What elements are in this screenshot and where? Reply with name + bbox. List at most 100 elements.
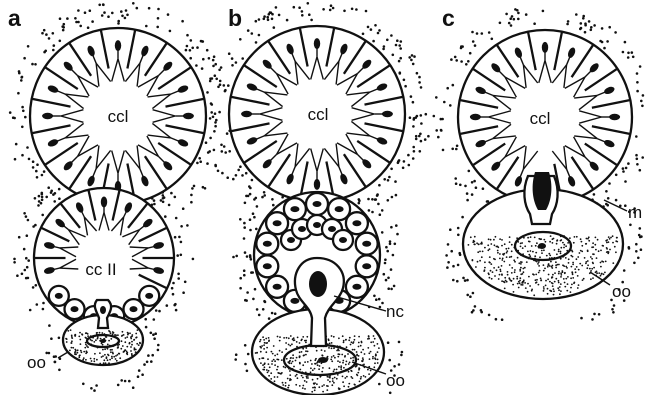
stipple-dot	[249, 218, 252, 221]
stipple-dot	[593, 313, 596, 316]
stipple-dot	[213, 149, 216, 152]
yolk-dot	[357, 375, 359, 377]
stipple-dot	[471, 193, 474, 196]
stipple-dot	[398, 363, 401, 366]
yolk-dot	[473, 243, 475, 245]
yolk-dot	[491, 278, 493, 280]
stipple-dot	[469, 295, 472, 298]
stipple-dot	[308, 13, 311, 16]
yolk-dot	[261, 345, 263, 347]
stipple-dot	[468, 170, 471, 173]
stipple-dot	[244, 251, 247, 254]
stipple-dot	[204, 187, 207, 190]
yolk-dot	[313, 383, 315, 385]
yolk-dot	[292, 357, 294, 359]
yolk-dot	[615, 240, 617, 242]
stipple-dot	[263, 300, 266, 303]
stipple-dot	[272, 204, 275, 207]
stipple-dot	[50, 191, 53, 194]
stipple-dot	[144, 318, 147, 321]
stipple-dot	[286, 19, 289, 22]
yolk-dot	[592, 246, 594, 248]
stipple-dot	[177, 277, 180, 280]
stipple-dot	[243, 237, 246, 240]
stipple-dot	[25, 257, 28, 260]
stipple-dot	[402, 167, 405, 170]
yolk-dot	[131, 344, 133, 346]
stipple-dot	[256, 205, 259, 208]
yolk-dot	[363, 364, 365, 366]
yolk-dot	[585, 263, 587, 265]
stipple-dot	[228, 150, 231, 153]
stipple-dot	[393, 365, 396, 368]
stipple-dot	[41, 199, 44, 202]
stipple-dot	[37, 204, 40, 207]
yolk-dot	[566, 290, 568, 292]
stipple-dot	[410, 95, 413, 98]
stipple-dot	[635, 250, 638, 253]
cell-nucleus	[352, 284, 361, 290]
yolk-dot	[348, 386, 350, 388]
yolk-dot	[84, 347, 86, 349]
yolk-dot	[331, 384, 333, 386]
yolk-dot	[594, 244, 596, 246]
stipple-dot	[481, 32, 484, 35]
yolk-dot	[609, 249, 611, 251]
yolk-dot	[268, 370, 270, 372]
yolk-dot	[319, 365, 321, 367]
stipple-dot	[180, 225, 183, 228]
yolk-dot	[591, 258, 593, 260]
stipple-dot	[91, 20, 94, 23]
stipple-dot	[632, 56, 635, 59]
cell-nucleus	[362, 263, 371, 269]
yolk-dot	[535, 279, 537, 281]
yolk-dot	[509, 256, 511, 258]
yolk-dot	[372, 356, 374, 358]
stipple-dot	[450, 58, 453, 61]
yolk-dot	[499, 238, 501, 240]
stipple-dot	[45, 196, 48, 199]
yolk-dot	[606, 242, 608, 244]
stipple-dot	[509, 17, 512, 20]
yolk-dot	[603, 273, 605, 275]
yolk-dot	[357, 358, 359, 360]
yolk-dot	[474, 236, 476, 238]
yolk-dot	[524, 282, 526, 284]
stipple-dot	[332, 7, 335, 10]
yolk-dot	[108, 362, 110, 364]
stipple-dot	[517, 18, 520, 21]
stipple-dot	[599, 40, 602, 43]
yolk-dot	[567, 276, 569, 278]
stipple-dot	[145, 326, 148, 329]
yolk-dot	[90, 339, 92, 341]
yolk-dot	[368, 336, 370, 338]
yolk-dot	[264, 342, 266, 344]
stipple-dot	[396, 39, 399, 42]
yolk-dot	[499, 269, 501, 271]
stipple-dot	[153, 318, 156, 321]
stipple-dot	[410, 59, 413, 62]
yolk-dot	[259, 346, 261, 348]
stipple-dot	[111, 12, 114, 15]
yolk-dot	[126, 336, 128, 338]
stipple-dot	[16, 274, 19, 277]
stipple-dot	[192, 258, 195, 261]
stipple-dot	[221, 172, 224, 175]
stipple-dot	[117, 384, 120, 387]
stipple-dot	[132, 2, 135, 5]
stipple-dot	[446, 87, 449, 90]
yolk-dot	[553, 238, 555, 240]
stipple-dot	[217, 86, 220, 89]
stipple-dot	[24, 269, 27, 272]
yolk-dot	[555, 278, 557, 280]
yolk-dot	[564, 272, 566, 274]
stipple-dot	[435, 129, 438, 132]
yolk-dot	[513, 259, 515, 261]
stipple-dot	[389, 392, 392, 395]
yolk-dot	[322, 355, 324, 357]
yolk-dot	[302, 336, 304, 338]
cell-process	[60, 268, 79, 269]
stipple-dot	[440, 129, 443, 132]
stipple-dot	[575, 13, 578, 16]
stipple-dot	[44, 50, 47, 53]
